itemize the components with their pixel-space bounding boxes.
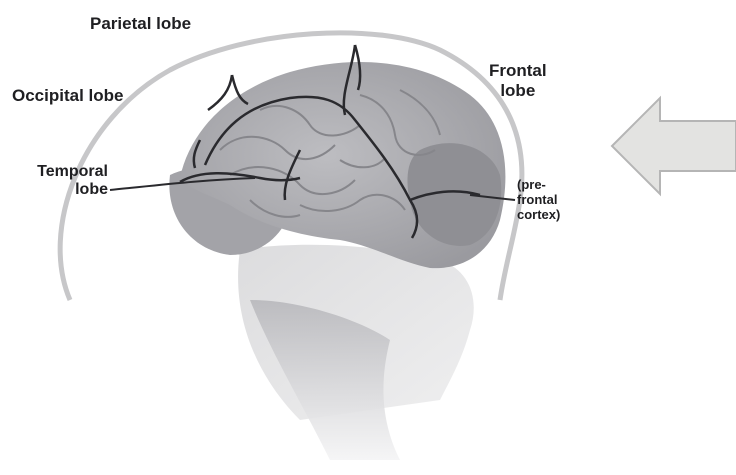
label-prefrontal-line-3: cortex)	[517, 208, 560, 223]
label-temporal-line-2: lobe	[16, 181, 108, 199]
label-prefrontal-cortex: (pre- frontal cortex)	[517, 178, 560, 223]
label-frontal-line-2: lobe	[489, 81, 547, 101]
label-frontal-lobe: Frontal lobe	[489, 61, 547, 100]
label-occipital-lobe: Occipital lobe	[12, 86, 123, 106]
label-temporal-lobe: Temporal lobe	[16, 163, 108, 200]
label-prefrontal-line-1: (pre-	[517, 178, 560, 193]
label-temporal-line-1: Temporal	[16, 163, 108, 181]
label-prefrontal-line-2: frontal	[517, 193, 560, 208]
label-frontal-line-1: Frontal	[489, 61, 547, 81]
left-arrow-icon	[612, 98, 736, 194]
label-parietal-lobe: Parietal lobe	[90, 14, 191, 34]
